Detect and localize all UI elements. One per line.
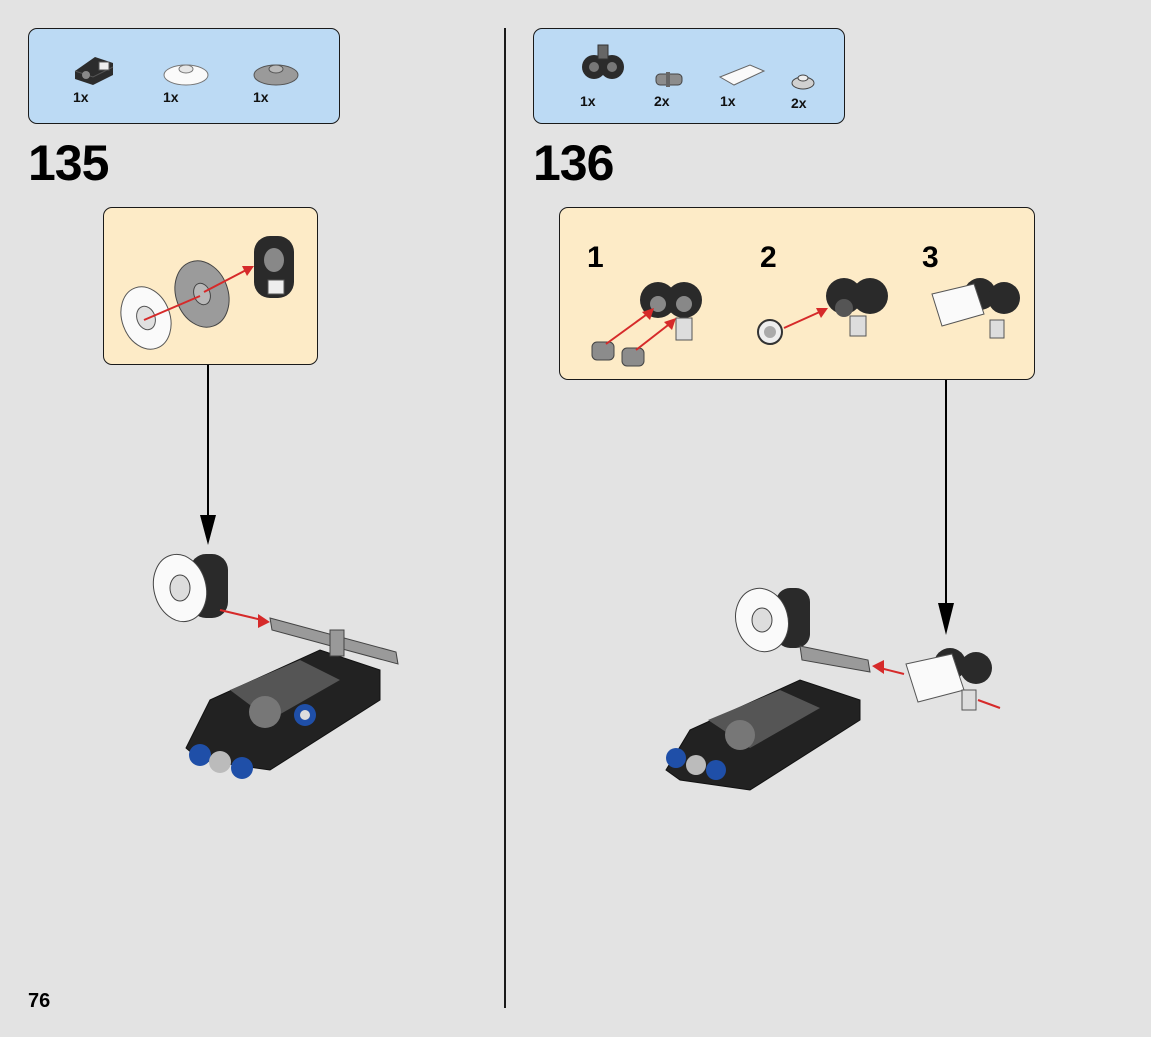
gray-round-dish-icon <box>253 64 299 86</box>
gray-pin-icon <box>655 72 683 87</box>
model-step-136 <box>665 587 1001 791</box>
parts-list-step-136: 1x 2x 1x 2x <box>533 28 845 124</box>
substep-number: 3 <box>922 241 939 274</box>
round-plate-icon <box>791 74 815 90</box>
model-step-135 <box>152 553 399 779</box>
double-pin-connector-icon <box>582 44 624 79</box>
part-qty: 1x <box>720 93 736 109</box>
white-tile-icon <box>718 64 766 86</box>
down-arrow-step-135 <box>200 365 216 545</box>
substep-2-illustration <box>757 278 888 345</box>
substep-number: 2 <box>760 241 777 274</box>
part-qty: 1x <box>163 89 179 105</box>
dish-to-connector-illustration <box>120 236 294 350</box>
part-qty: 1x <box>253 89 269 105</box>
substep-1-illustration <box>591 282 702 367</box>
down-arrow-step-136 <box>938 380 954 635</box>
substep-number: 1 <box>587 241 604 274</box>
part-qty: 1x <box>73 89 89 105</box>
page-number: 76 <box>28 990 51 1012</box>
black-pin-connector-icon <box>74 57 114 85</box>
part-qty: 2x <box>791 95 807 111</box>
substep-3-illustration <box>931 278 1020 339</box>
part-qty: 2x <box>654 93 670 109</box>
step-number: 135 <box>28 135 109 191</box>
step-number: 136 <box>533 135 614 191</box>
column-divider <box>504 28 506 1008</box>
part-qty: 1x <box>580 93 596 109</box>
parts-list-step-135: 1x 1x 1x <box>28 28 340 124</box>
white-round-dish-icon <box>163 64 209 86</box>
subassembly-box-step-135 <box>103 207 318 365</box>
subassembly-box-step-136: 1 2 3 <box>559 207 1035 380</box>
